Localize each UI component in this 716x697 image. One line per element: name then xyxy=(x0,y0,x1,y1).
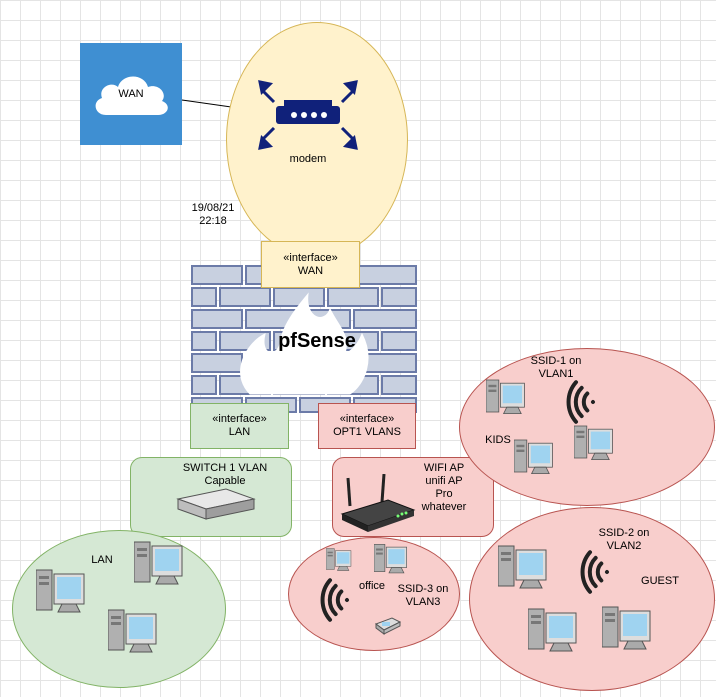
modem-label: modem xyxy=(289,153,327,165)
cloud-icon xyxy=(95,76,168,115)
wireless-router-icon xyxy=(340,474,416,532)
phone-icon xyxy=(374,617,402,635)
modem-router-icon xyxy=(258,80,358,150)
ssid1-line2: VLAN1 xyxy=(538,368,574,380)
wan-cloud-node[interactable]: WAN xyxy=(80,43,182,145)
pc-icon xyxy=(498,545,547,589)
ssid3-line1: SSID-3 on xyxy=(397,583,449,595)
ssid3-label: office xyxy=(358,580,386,592)
interface-wan-box[interactable]: «interface» WAN xyxy=(261,241,360,288)
interface-opt1-name: OPT1 VLANS xyxy=(333,426,401,438)
interface-wan-stereotype: «interface» xyxy=(283,251,338,264)
wifi-ap-line3: Pro xyxy=(435,488,453,500)
pc-icon xyxy=(134,541,183,585)
ssid2-line2: VLAN2 xyxy=(606,540,642,552)
wan-label: WAN xyxy=(118,87,144,100)
pc-icon xyxy=(602,606,651,650)
wifi-ap-line2: unifi AP xyxy=(425,475,463,487)
ssid1-line1: SSID-1 on xyxy=(530,355,582,367)
timestamp-time: 22:18 xyxy=(199,215,227,227)
firewall-brick-wall xyxy=(191,265,417,413)
lan-zone-label: LAN xyxy=(91,554,113,566)
interface-opt1-stereotype: «interface» xyxy=(339,413,395,425)
interface-opt1-box[interactable]: «interface» OPT1 VLANS xyxy=(318,403,416,449)
pc-icon xyxy=(108,609,157,653)
interface-lan-stereotype: «interface» xyxy=(212,413,267,425)
pc-icon xyxy=(36,569,85,613)
modem-node[interactable] xyxy=(226,22,408,258)
switch-icon xyxy=(176,488,256,520)
switch-label-line1: SWITCH 1 VLAN xyxy=(182,462,268,474)
interface-lan-name: LAN xyxy=(228,426,251,438)
ssid2-line1: SSID-2 on xyxy=(598,527,650,539)
pc-icon xyxy=(514,439,553,475)
timestamp-date: 19/08/21 xyxy=(191,202,235,214)
interface-wan-name: WAN xyxy=(297,264,324,277)
firewall-title: pfSense xyxy=(278,330,356,352)
ssid1-label: KIDS xyxy=(485,434,511,446)
wifi-ap-line4: whatever xyxy=(421,501,467,513)
ssid2-zone[interactable] xyxy=(469,507,715,691)
interface-lan-box[interactable]: «interface» LAN xyxy=(190,403,289,449)
pc-icon xyxy=(528,608,577,652)
wifi-ap-line1: WIFI AP xyxy=(423,462,465,474)
flame-icon xyxy=(240,292,369,395)
ssid2-label: GUEST xyxy=(641,575,679,587)
pc-icon xyxy=(574,425,613,461)
switch-label-line2: Capable xyxy=(204,475,246,487)
ssid3-line2: VLAN3 xyxy=(405,596,441,608)
pc-icon xyxy=(486,379,525,415)
pc-icon xyxy=(374,544,407,574)
pc-icon xyxy=(326,548,352,571)
